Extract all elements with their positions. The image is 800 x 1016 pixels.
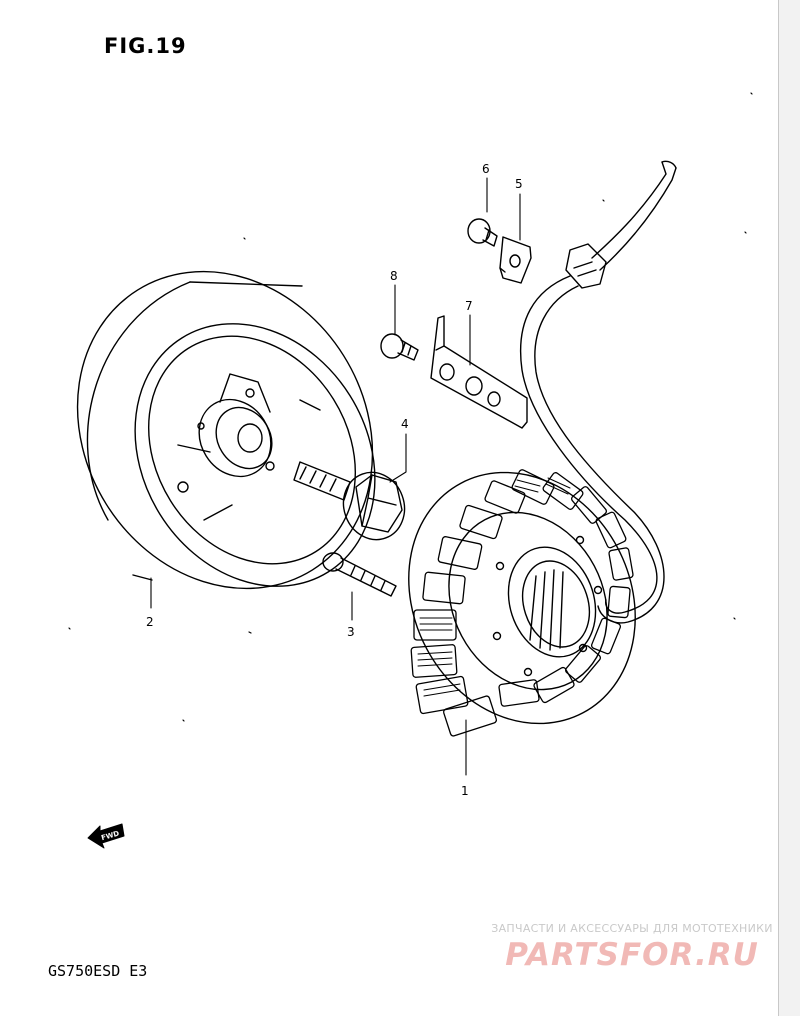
part-rotor-bolt — [293, 461, 406, 541]
watermark-logo: PARTSFOR.RU — [505, 937, 759, 973]
lead-wire — [519, 160, 677, 624]
callout-5: 5 — [515, 177, 523, 191]
scan-specks — [68, 92, 753, 722]
callout-3: 3 — [347, 625, 355, 639]
callout-2: 2 — [146, 615, 154, 629]
callout-8: 8 — [390, 269, 398, 283]
part-stator — [408, 469, 636, 737]
figure-title: FIG.19 — [104, 34, 187, 58]
part-clamp — [499, 236, 532, 284]
part-screw — [380, 333, 419, 361]
part-bolt — [322, 552, 397, 597]
part-small-screw — [467, 218, 498, 247]
callout-6: 6 — [482, 162, 490, 176]
model-code: GS750ESD E3 — [48, 962, 148, 980]
watermark: ЗАПЧАСТИ И АКСЕССУАРЫ ДЛЯ МОТОТЕХНИКИ PA… — [486, 922, 778, 973]
callout-4: 4 — [401, 417, 409, 431]
viewer-edge — [778, 0, 800, 1016]
watermark-tagline: ЗАПЧАСТИ И АКСЕССУАРЫ ДЛЯ МОТОТЕХНИКИ — [491, 922, 773, 935]
forward-arrow-icon: FWD — [87, 823, 125, 849]
part-rotor — [76, 270, 376, 590]
callout-7: 7 — [465, 299, 473, 313]
leader-4 — [389, 433, 407, 483]
callout-numbers: 1 2 3 4 5 6 7 8 — [146, 162, 523, 798]
part-wire-guide-plate — [430, 315, 528, 429]
callout-leaders — [150, 177, 521, 776]
callout-1: 1 — [461, 784, 469, 798]
